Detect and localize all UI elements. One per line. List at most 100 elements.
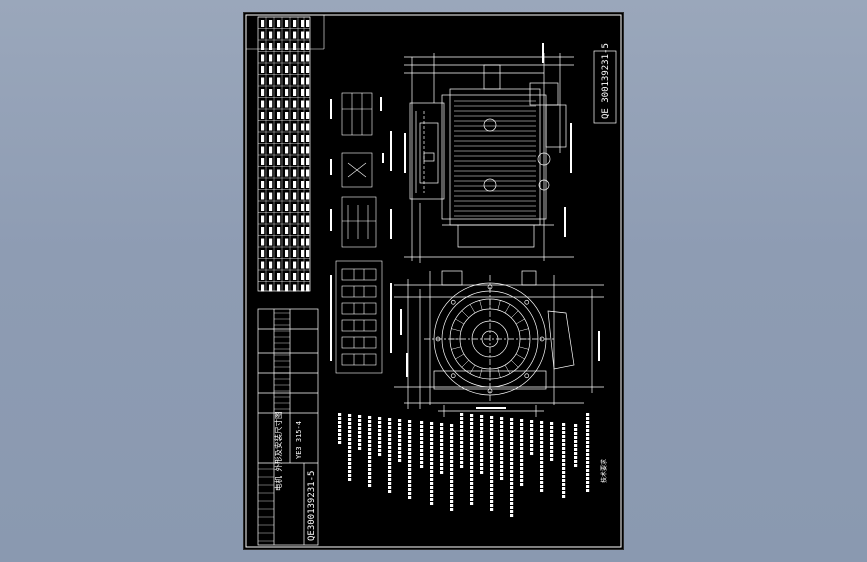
drawing-border	[245, 14, 622, 548]
table-cell-text	[285, 227, 289, 234]
table-cell-text	[306, 261, 310, 269]
table-cell-text	[269, 181, 273, 188]
table-cell-text	[285, 66, 289, 73]
drawing-number: QE300139231-5	[307, 471, 317, 541]
dimension-labels	[400, 43, 600, 409]
table-cell-text	[293, 100, 297, 108]
table-cell-text	[301, 284, 305, 292]
table-cell-text	[293, 66, 297, 73]
table-cell-text	[261, 89, 265, 96]
title-block	[257, 308, 319, 546]
table-cell-text	[277, 135, 281, 142]
table-cell-text	[261, 31, 265, 39]
table-cell-text	[301, 20, 305, 27]
table-cell-text	[269, 43, 273, 50]
table-cell-text	[269, 135, 273, 142]
table-cell-text	[261, 100, 265, 108]
table-cell-text	[269, 100, 273, 108]
table-cell-text	[261, 261, 265, 269]
table-cell-text	[301, 123, 305, 131]
table-cell-text	[269, 77, 273, 85]
table-cell-text	[277, 158, 281, 165]
cad-drawing: QE 300139231-5 技术要求 电机 外形及安装尺寸图 YE3 315-…	[245, 14, 622, 548]
table-cell-text	[285, 89, 289, 96]
table-cell-text	[301, 135, 305, 142]
table-cell-text	[301, 169, 305, 177]
table-cell-text	[306, 146, 310, 154]
table-cell-text	[285, 135, 289, 142]
table-cell-text	[261, 112, 265, 119]
table-cell-text	[277, 77, 281, 85]
table-cell-text	[293, 123, 297, 131]
table-cell-text	[293, 204, 297, 211]
table-cell-text	[269, 20, 273, 27]
table-cell-text	[261, 146, 265, 154]
table-cell-text	[277, 192, 281, 200]
table-cell-text	[306, 158, 310, 165]
table-cell-text	[277, 20, 281, 27]
motor-side-view	[404, 53, 574, 263]
table-cell-text	[301, 181, 305, 188]
table-cell-text	[301, 31, 305, 39]
table-cell-text	[277, 31, 281, 39]
table-cell-text	[301, 146, 305, 154]
table-cell-text	[269, 31, 273, 39]
table-cell-text	[269, 123, 273, 131]
table-cell-text	[269, 146, 273, 154]
table-cell-text	[261, 284, 265, 292]
table-cell-text	[293, 31, 297, 39]
table-cell-text	[269, 227, 273, 234]
table-cell-text	[301, 158, 305, 165]
table-cell-text	[285, 215, 289, 223]
table-cell-text	[293, 227, 297, 234]
table-cell-text	[301, 66, 305, 73]
table-cell-text	[269, 112, 273, 119]
table-cell-text	[285, 284, 289, 292]
table-cell-text	[261, 204, 265, 211]
table-cell-text	[261, 273, 265, 280]
table-cell-text	[306, 66, 310, 73]
table-cell-text	[293, 43, 297, 50]
table-cell-text	[269, 204, 273, 211]
table-cell-text	[269, 215, 273, 223]
table-cell-text	[261, 158, 265, 165]
table-cell-text	[277, 123, 281, 131]
wiring-diagram	[335, 92, 383, 374]
title-block-name: 电机 外形及安装尺寸图	[273, 411, 283, 491]
table-cell-text	[285, 20, 289, 27]
table-cell-text	[277, 43, 281, 50]
table-cell-text	[261, 77, 265, 85]
table-cell-text	[301, 250, 305, 257]
table-cell-text	[293, 169, 297, 177]
table-cell-text	[285, 238, 289, 246]
table-cell-text	[285, 273, 289, 280]
table-cell-text	[301, 89, 305, 96]
table-cell-text	[301, 204, 305, 211]
table-cell-text	[269, 273, 273, 280]
table-cell-text	[261, 192, 265, 200]
table-cell-text	[277, 54, 281, 62]
title-block-label: YE3 315-4	[295, 421, 303, 459]
table-cell-text	[293, 273, 297, 280]
table-cell-text	[277, 66, 281, 73]
table-cell-text	[293, 20, 297, 27]
table-cell-text	[306, 43, 310, 50]
table-cell-text	[293, 238, 297, 246]
table-cell-text	[285, 192, 289, 200]
table-cell-text	[277, 227, 281, 234]
technical-requirements	[338, 413, 590, 517]
motor-end-view	[394, 270, 604, 417]
table-cell-text	[261, 250, 265, 257]
table-cell-text	[269, 238, 273, 246]
table-cell-text	[306, 77, 310, 85]
drawing-number-vertical: QE 300139231-5	[601, 43, 611, 119]
table-cell-text	[306, 215, 310, 223]
drawing-sheet: QE 300139231-5 技术要求 电机 外形及安装尺寸图 YE3 315-…	[244, 13, 623, 549]
table-cell-text	[285, 146, 289, 154]
table-cell-text	[285, 123, 289, 131]
drawing-number-box: QE 300139231-5	[593, 43, 617, 124]
table-cell-text	[301, 192, 305, 200]
table-cell-text	[306, 54, 310, 62]
data-table	[257, 16, 311, 292]
table-cell-text	[293, 284, 297, 292]
